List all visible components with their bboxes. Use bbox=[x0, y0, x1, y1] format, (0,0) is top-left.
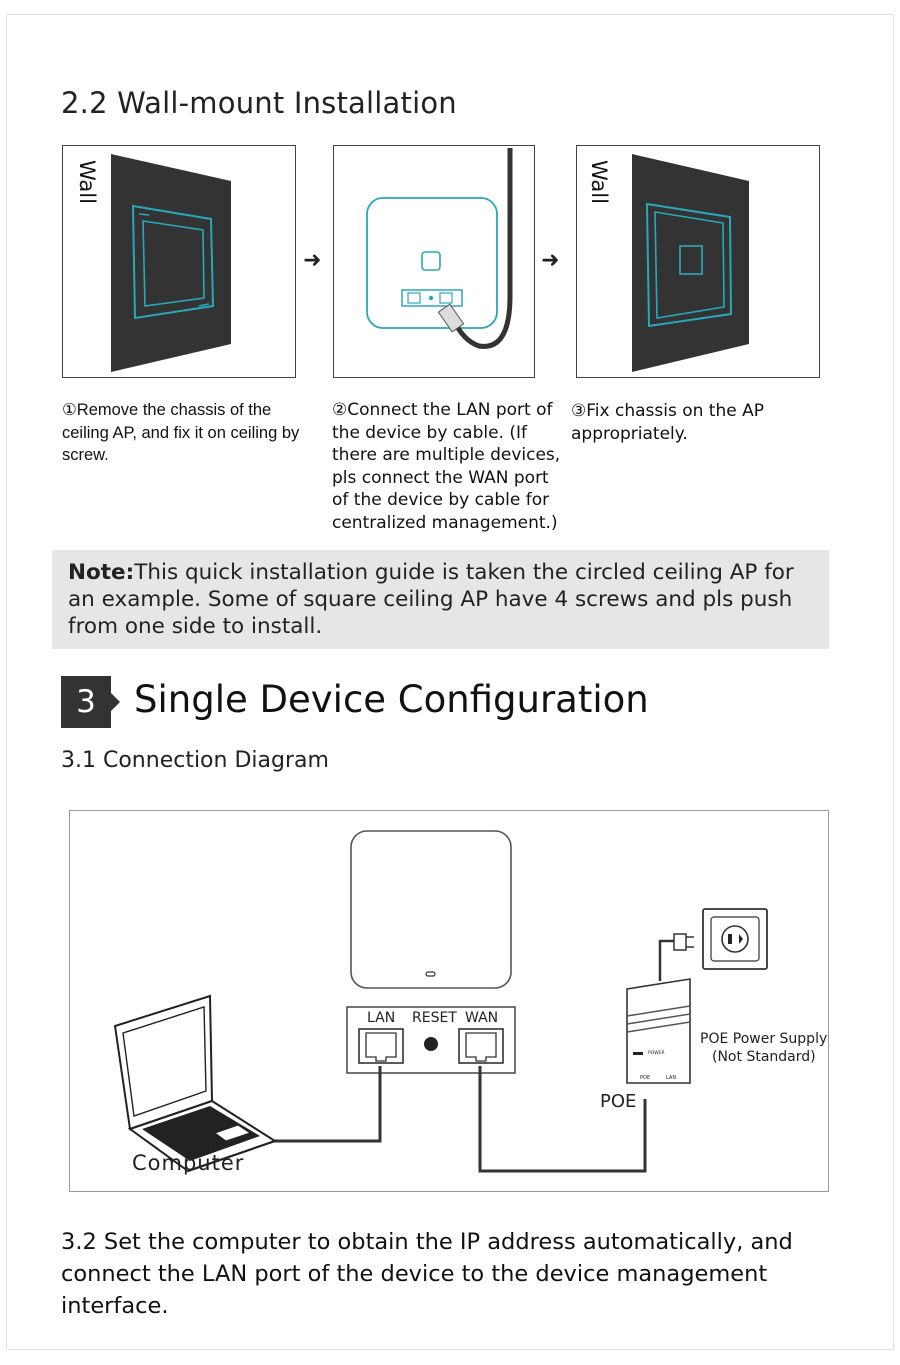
section-number-badge: 3 bbox=[61, 676, 111, 728]
step-1-illustration: Wall bbox=[62, 145, 296, 378]
adapter-lan-text: LAN bbox=[666, 1075, 677, 1081]
poe-supply-note: (Not Standard) bbox=[712, 1049, 816, 1065]
step-2-illustration bbox=[333, 145, 535, 378]
wall-label: Wall bbox=[587, 160, 611, 204]
lan-port-label: LAN bbox=[367, 1010, 396, 1026]
section-3-title: Single Device Configuration bbox=[134, 678, 649, 721]
poe-supply-label: POE Power Supply bbox=[700, 1031, 828, 1047]
wall-label: Wall bbox=[75, 160, 99, 204]
adapter-power-text: POWER bbox=[648, 1051, 665, 1056]
section-3-1-title: 3.1 Connection Diagram bbox=[61, 748, 329, 773]
connection-diagram: LAN RESET WAN POE POE Power Supply (Not … bbox=[69, 810, 829, 1192]
note-text: This quick installation guide is taken t… bbox=[68, 560, 794, 639]
step-3-illustration: Wall bbox=[576, 145, 820, 378]
step-1-text: ①Remove the chassis of the ceiling AP, a… bbox=[62, 401, 300, 464]
arrow-right-icon: ➜ bbox=[541, 248, 560, 273]
poe-label: POE bbox=[600, 1091, 637, 1112]
adapter-poe-text: POE bbox=[640, 1075, 651, 1081]
reset-button-label: RESET bbox=[412, 1010, 457, 1026]
wan-port-label: WAN bbox=[465, 1010, 499, 1026]
note-label: Note: bbox=[68, 560, 135, 585]
page-frame bbox=[6, 14, 894, 1350]
section-3-2-text: 3.2 Set the computer to obtain the IP ad… bbox=[61, 1229, 793, 1319]
computer-label: Computer bbox=[132, 1151, 245, 1175]
section-2-2-title: 2.2 Wall-mount Installation bbox=[61, 86, 457, 120]
step-2-text: ②Connect the LAN port of the device by c… bbox=[332, 400, 561, 533]
arrow-right-icon: ➜ bbox=[303, 248, 322, 273]
step-3-text: ③Fix chassis on the AP appropriately. bbox=[571, 401, 764, 444]
note-box: Note:This quick installation guide is ta… bbox=[52, 550, 829, 649]
section-badge-arrow-icon bbox=[111, 693, 120, 711]
